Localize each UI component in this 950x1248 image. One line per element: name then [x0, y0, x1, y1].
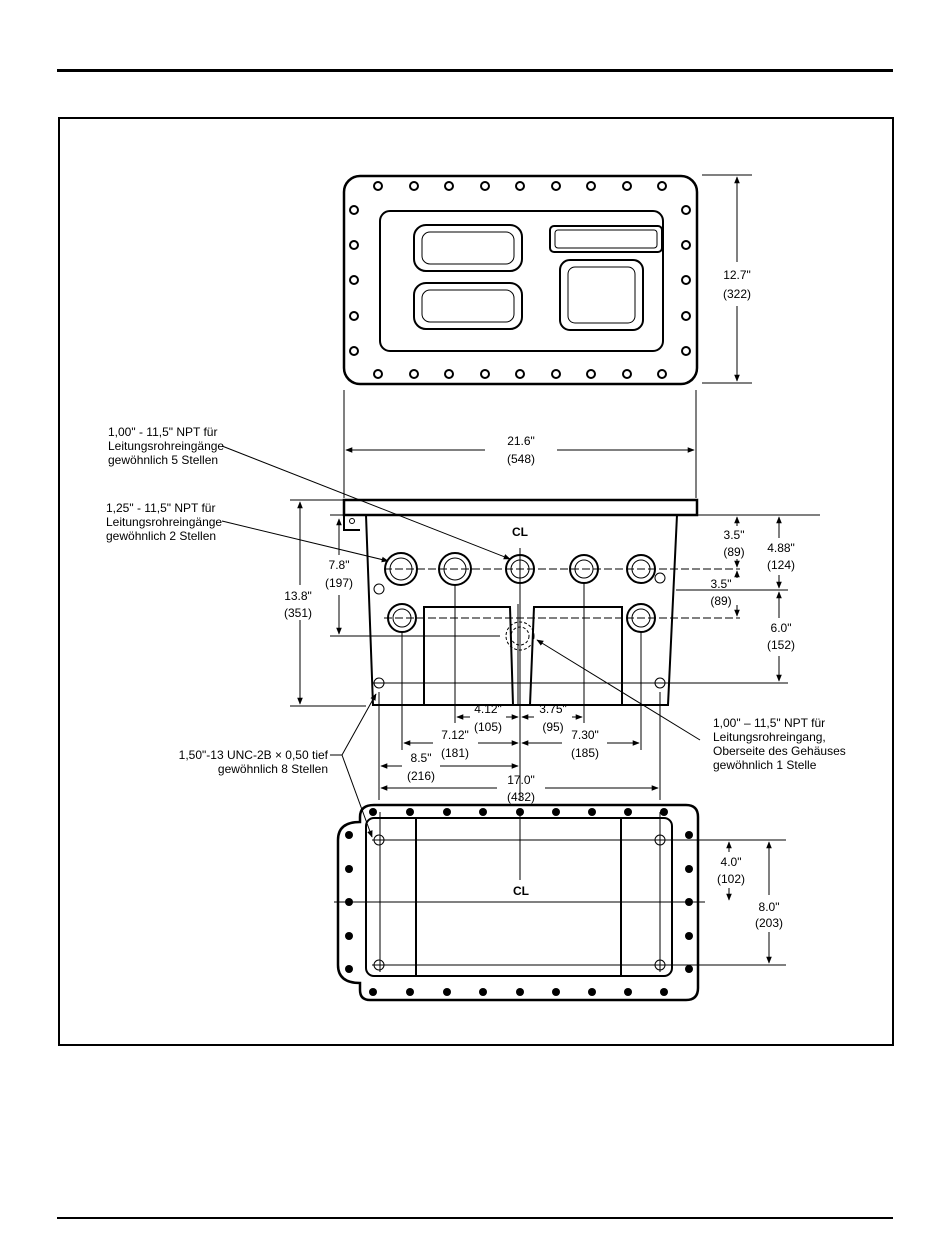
svg-text:Leitungsrohreingang,: Leitungsrohreingang, [713, 730, 826, 744]
callout-unc-holes: 1,50"-13 UNC-2B × 0,50 tief gewöhnlich 8… [179, 748, 329, 776]
window-3-inner [554, 229, 658, 249]
dim-8-0-in: 8.0" [759, 900, 780, 914]
dim-7-8-in: 7.8" [329, 558, 350, 572]
svg-text:1,00" – 11,5" NPT für: 1,00" – 11,5" NPT für [713, 716, 825, 730]
window-4-outer [559, 259, 644, 331]
svg-text:gewöhnlich 5 Stellen: gewöhnlich 5 Stellen [108, 453, 218, 467]
dim-12-7-mm: (322) [723, 287, 751, 301]
dim-7-8-mm: (197) [325, 576, 353, 590]
dim-4-12-in: 4.12" [474, 702, 502, 716]
svg-text:gewöhnlich 1 Stelle: gewöhnlich 1 Stelle [713, 758, 817, 772]
dim-3-5-lower-in: 3.5" [711, 577, 732, 591]
svg-text:Leitungsrohreingänge: Leitungsrohreingänge [108, 439, 224, 453]
svg-text:Leitungsrohreingänge: Leitungsrohreingänge [106, 515, 222, 529]
dim-6-0-mm: (152) [767, 638, 795, 652]
cover-outline [342, 174, 699, 386]
svg-text:1,25" - 11,5" NPT für: 1,25" - 11,5" NPT für [106, 501, 215, 515]
bottom-view: CL 4.0" (102) 8.0" (203) [334, 803, 786, 1002]
window-1-outer [413, 224, 523, 272]
window-2-inner [421, 289, 515, 323]
dim-12-7-in: 12.7" [723, 268, 751, 282]
window-1-inner [421, 231, 515, 265]
dim-17-0-in: 17.0" [507, 773, 535, 787]
dim-21-6-mm: (548) [507, 452, 535, 466]
dim-21-6-in: 21.6" [507, 434, 535, 448]
dim-13-8-in: 13.8" [284, 589, 312, 603]
base-inner-frame [365, 817, 673, 977]
svg-text:gewöhnlich 2 Stellen: gewöhnlich 2 Stellen [106, 529, 216, 543]
dim-4-0-in: 4.0" [721, 855, 742, 869]
window-3-outer [549, 225, 663, 253]
cover-flange [342, 498, 699, 517]
dim-3-75-mm: (95) [542, 720, 563, 734]
base-outline [336, 803, 700, 1002]
dim-7-30-in: 7.30" [571, 728, 599, 742]
svg-text:1,50"-13 UNC-2B × 0,50 tief: 1,50"-13 UNC-2B × 0,50 tief [179, 748, 329, 762]
window-2-outer [413, 282, 523, 330]
dim-3-75-in: 3.75" [539, 702, 567, 716]
centerline-symbol-bottom: CL [513, 884, 529, 898]
centerline-symbol: CL [512, 525, 528, 539]
right-foot [529, 606, 623, 706]
callout-npt-125-two: 1,25" - 11,5" NPT für Leitungsrohreingän… [106, 501, 222, 543]
base-bolt-holes [345, 808, 693, 996]
dim-7-12-mm: (181) [441, 746, 469, 760]
cover-bolts-static [349, 181, 691, 379]
svg-text:Oberseite des Gehäuses: Oberseite des Gehäuses [713, 744, 846, 758]
dim-3-5-upper-in: 3.5" [724, 528, 745, 542]
left-foot [423, 606, 514, 706]
dim-8-5-mm: (216) [407, 769, 435, 783]
dim-8-0-mm: (203) [755, 916, 783, 930]
callout-npt-top-one: 1,00" – 11,5" NPT für Leitungsrohreingan… [713, 716, 846, 772]
dim-17-0-mm: (432) [507, 790, 535, 804]
callout-npt-100-five: 1,00" - 11,5" NPT für Leitungsrohreingän… [108, 425, 224, 467]
dim-4-12-mm: (105) [474, 720, 502, 734]
cover-inner-panel [379, 210, 664, 352]
footer-rule [57, 1217, 893, 1219]
dim-7-12-in: 7.12" [441, 728, 469, 742]
side-view: CL 13.8" (351) 7.8" (197) 3.5" (89) [221, 445, 820, 838]
window-4-inner [567, 266, 636, 324]
svg-text:1,00" - 11,5" NPT für: 1,00" - 11,5" NPT für [108, 425, 217, 439]
dim-3-5-upper-mm: (89) [723, 545, 744, 559]
drawing-frame [58, 117, 894, 1046]
dim-7-30-mm: (185) [571, 746, 599, 760]
svg-text:gewöhnlich 8 Stellen: gewöhnlich 8 Stellen [218, 762, 328, 776]
dim-4-0-mm: (102) [717, 872, 745, 886]
dim-8-5-in: 8.5" [411, 751, 432, 765]
hinge-tab [343, 515, 360, 531]
dim-3-5-lower-mm: (89) [710, 594, 731, 608]
dim-4-88-mm: (124) [767, 558, 795, 572]
top-view: 12.7" (322) 21.6" (548) [342, 174, 752, 498]
dim-13-8-mm: (351) [284, 606, 312, 620]
dim-6-0-in: 6.0" [771, 621, 792, 635]
header-rule [57, 69, 893, 72]
dim-4-88-in: 4.88" [767, 541, 795, 555]
